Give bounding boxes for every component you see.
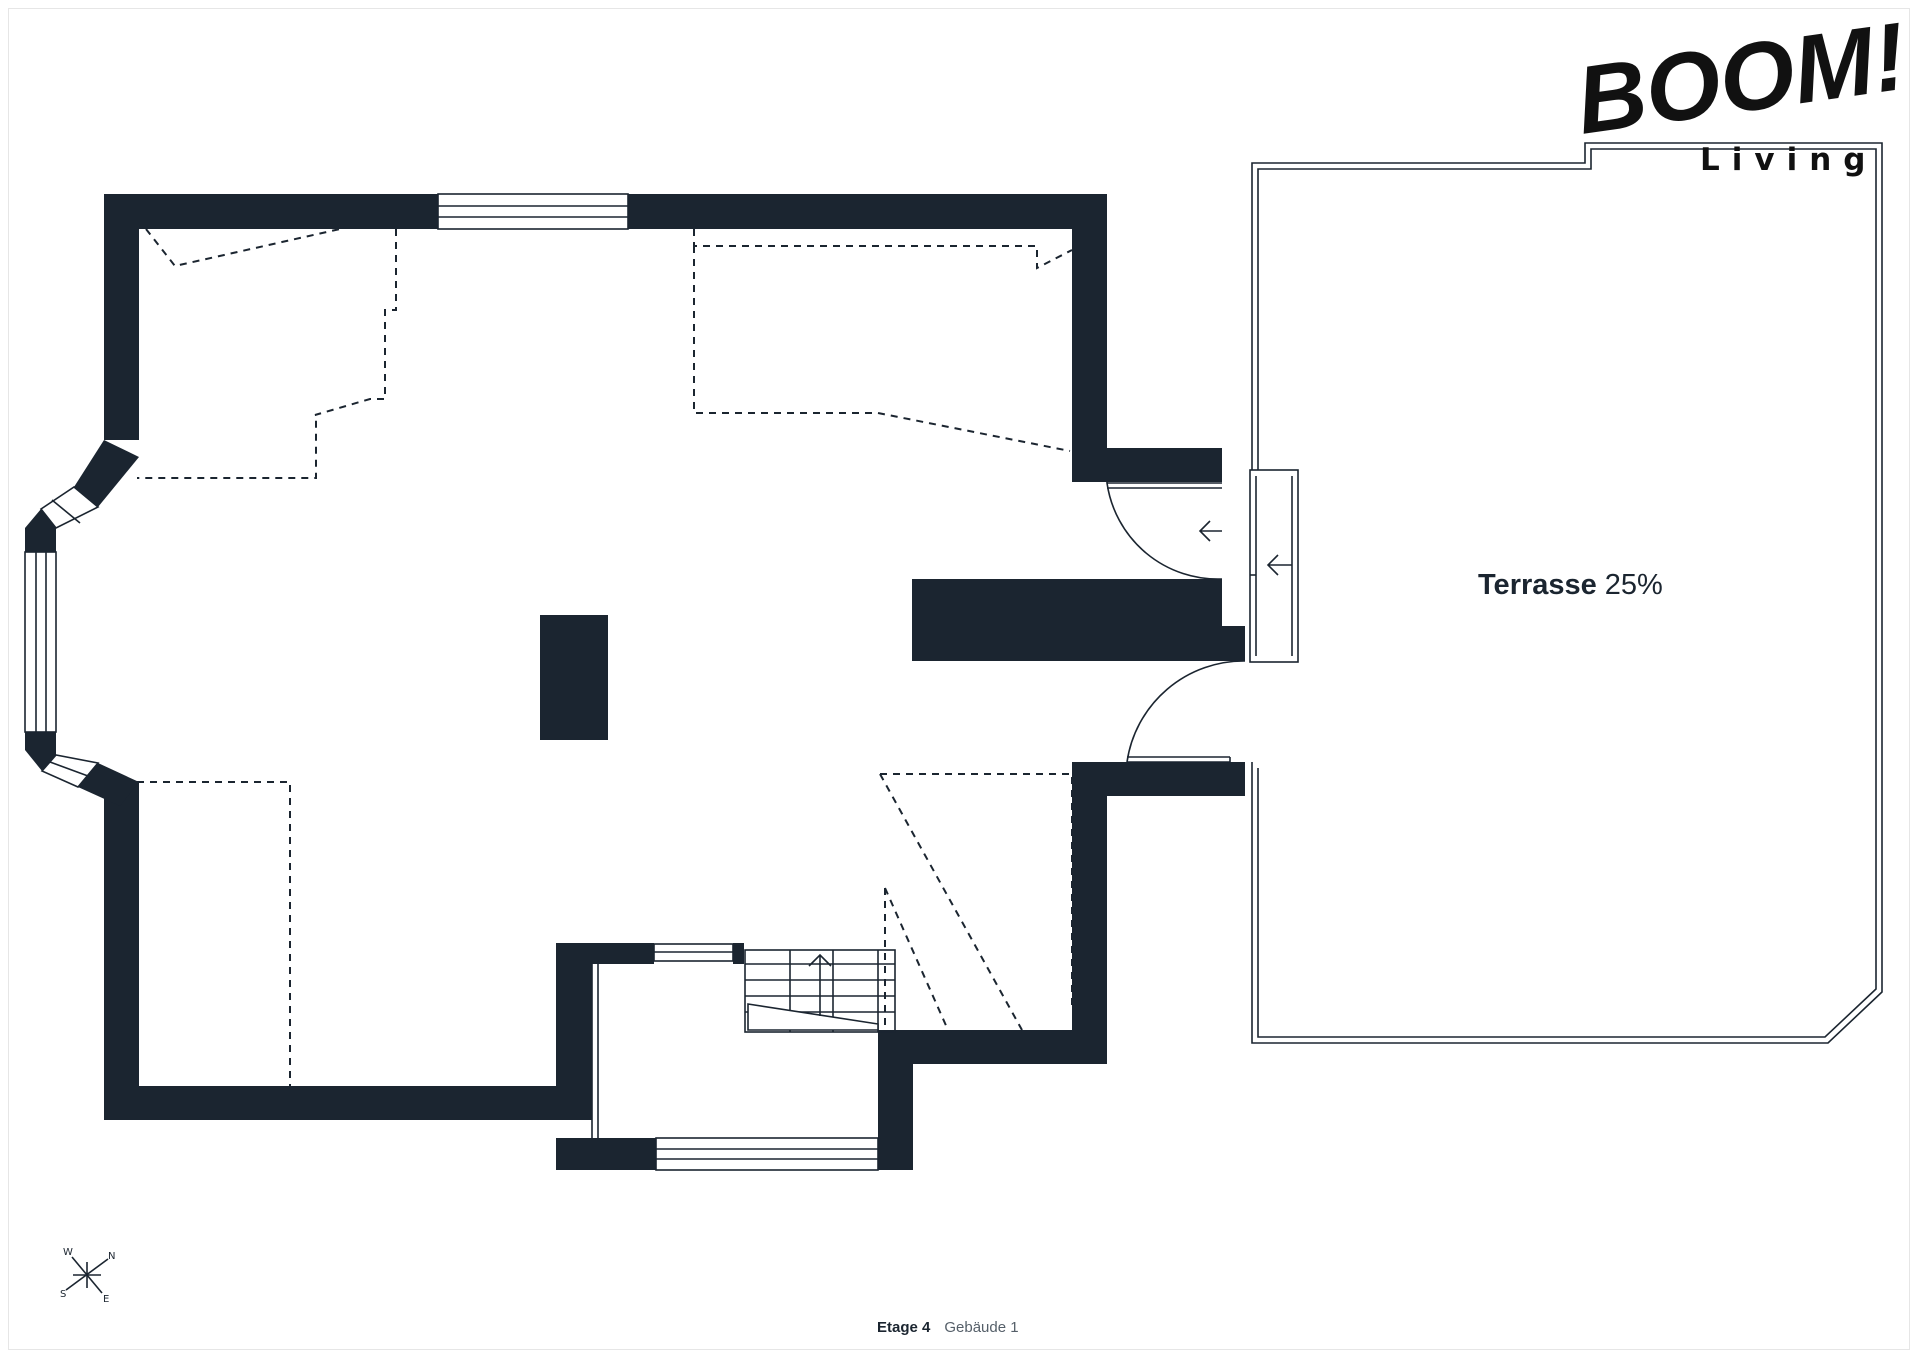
window-stair-top [653,943,734,962]
terrace-area [1251,142,1883,1044]
window-stair-bottom [655,1137,879,1171]
walls [25,194,1245,1170]
compass-s: S [60,1289,66,1300]
window-bay-left [24,551,57,733]
door-lower [1126,660,1246,763]
logo-main: BOOM! [1570,3,1912,155]
windows [24,193,879,1171]
logo-sub: Living [1700,142,1877,178]
window-stair-side [591,964,599,1138]
terrace-percent: 25% [1605,569,1663,601]
compass-n: N [108,1251,115,1262]
compass-icon: W N S E [60,1247,115,1305]
door-upper [1106,482,1223,580]
sloped-ceiling-lines [137,228,1073,1086]
staircase [744,949,896,1033]
terrace-name: Terrasse [1478,569,1597,601]
compass-w: W [63,1247,73,1258]
window-top [437,193,629,230]
window-bay-lower [40,754,100,788]
compass-e: E [103,1294,109,1305]
door-terrace [1249,469,1299,663]
footer-caption: Etage 4 Gebäude 1 [877,1319,1019,1336]
window-bay-upper [39,486,100,530]
doors [1106,469,1299,763]
footer-building: Gebäude 1 [944,1319,1018,1336]
page-frame [8,8,1910,1350]
footer-floor: Etage 4 [877,1319,931,1336]
